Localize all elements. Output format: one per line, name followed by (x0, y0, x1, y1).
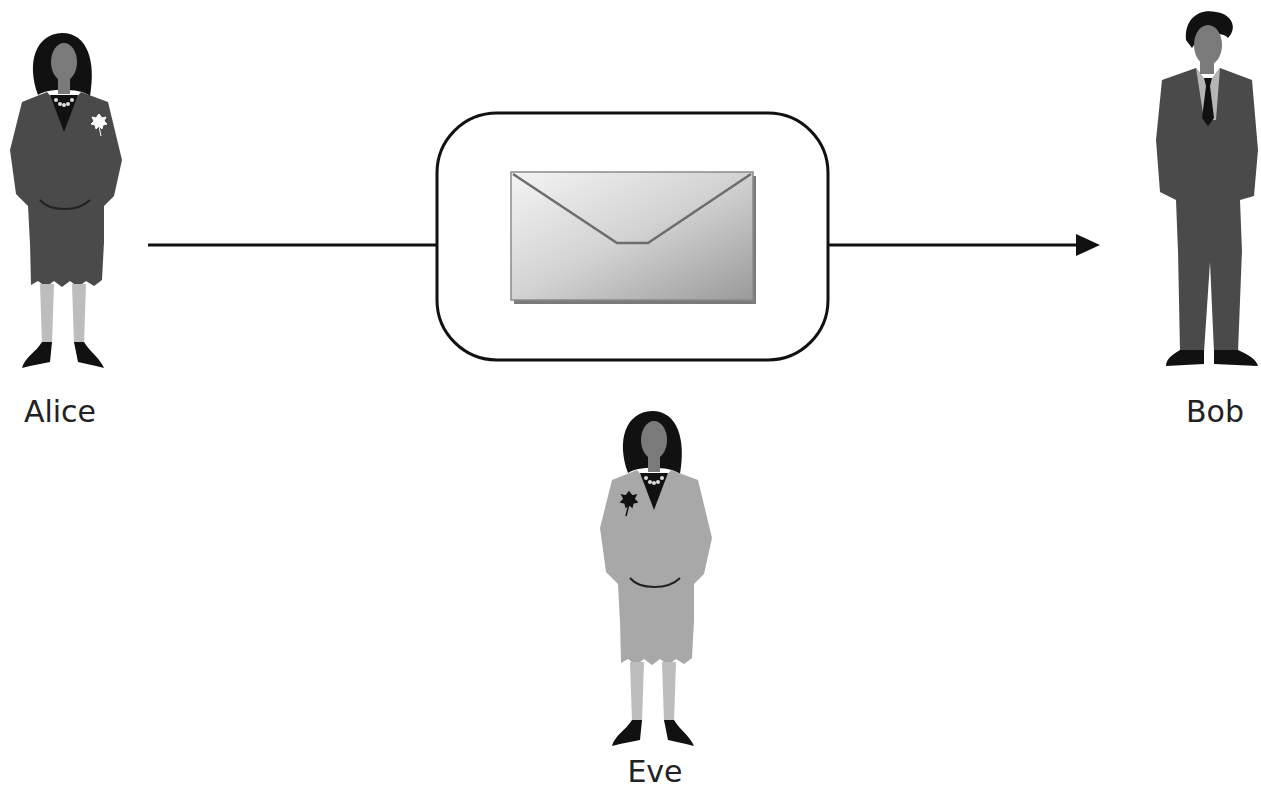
channel-box (437, 113, 828, 360)
bob-figure (1156, 11, 1258, 366)
person-node: Alice (0, 30, 148, 430)
person-name: Alice (0, 394, 120, 430)
alice-figure (10, 33, 122, 368)
person-name: Eve (595, 754, 715, 790)
eve-flower (621, 492, 637, 516)
eve-figure (600, 411, 712, 746)
envelope-flap (513, 174, 751, 243)
arrow-head (1076, 234, 1100, 256)
person-name: Bob (1169, 394, 1261, 430)
envelope (511, 172, 753, 300)
person-node: Bob (1100, 10, 1261, 430)
alice-flower (91, 114, 107, 136)
person-node: Eve (575, 405, 735, 790)
